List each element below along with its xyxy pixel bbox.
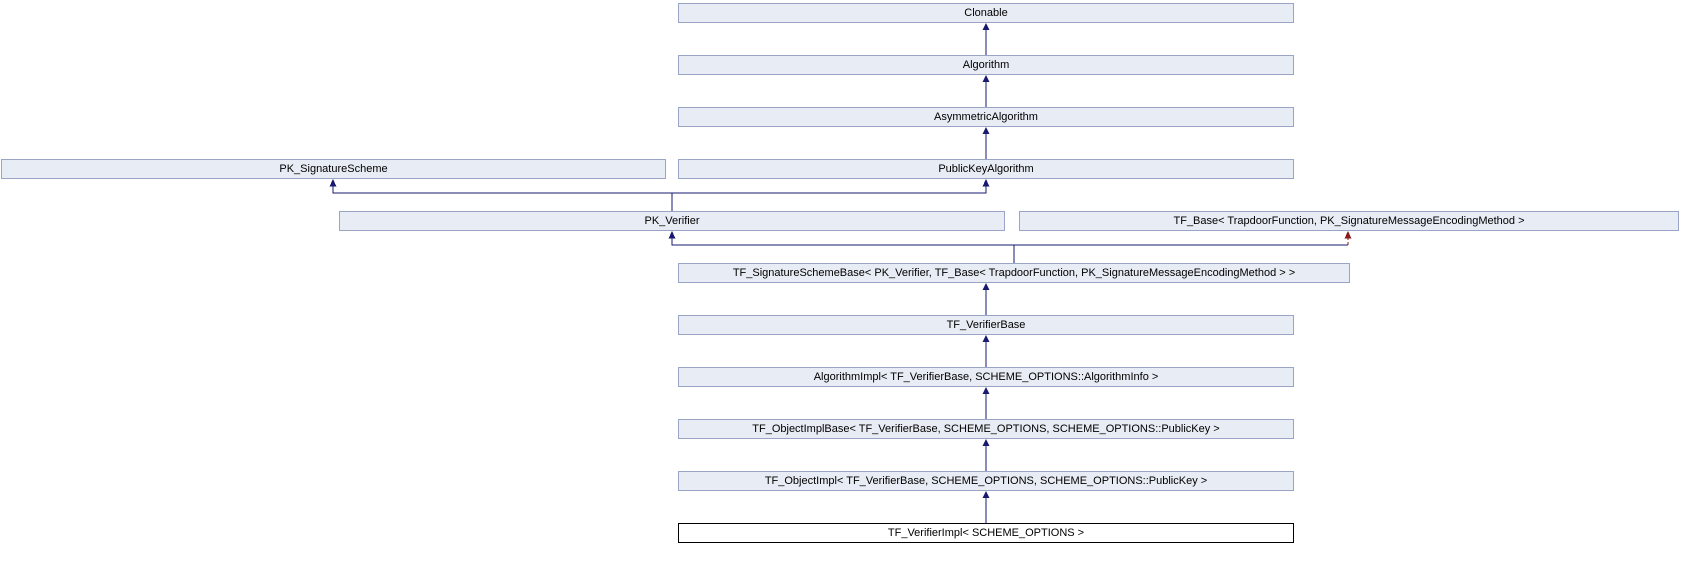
node-tf-object-impl[interactable]: TF_ObjectImpl< TF_VerifierBase, SCHEME_O… <box>678 471 1294 491</box>
edge-tf-signature-scheme-base-to-tf-base-template <box>1014 231 1352 246</box>
node-public-key-algorithm[interactable]: PublicKeyAlgorithm <box>678 159 1294 179</box>
node-label: AsymmetricAlgorithm <box>934 111 1038 123</box>
node-label: TF_VerifierBase <box>946 319 1026 331</box>
node-label: TF_VerifierImpl< SCHEME_OPTIONS > <box>887 527 1085 539</box>
edge-asymmetric-algorithm-to-algorithm <box>982 75 990 107</box>
edge-tf-object-impl-to-tf-object-impl-base <box>982 439 990 471</box>
node-label: PK_Verifier <box>644 215 700 227</box>
node-tf-verifier-base[interactable]: TF_VerifierBase <box>678 315 1294 335</box>
node-pk-verifier[interactable]: PK_Verifier <box>339 211 1005 231</box>
node-tf-verifier-impl-current-class: TF_VerifierImpl< SCHEME_OPTIONS > <box>678 523 1294 543</box>
edge-algorithm-to-clonable <box>982 23 990 55</box>
edge-tf-signature-scheme-base-to-pk-verifier <box>668 231 1015 263</box>
node-label: TF_Base< TrapdoorFunction, PK_SignatureM… <box>1173 215 1525 227</box>
node-label: PK_SignatureScheme <box>279 163 388 175</box>
node-algorithm-impl[interactable]: AlgorithmImpl< TF_VerifierBase, SCHEME_O… <box>678 367 1294 387</box>
node-label: Algorithm <box>962 59 1010 71</box>
node-label: TF_ObjectImplBase< TF_VerifierBase, SCHE… <box>752 423 1220 435</box>
node-label: PublicKeyAlgorithm <box>938 163 1034 175</box>
node-asymmetric-algorithm[interactable]: AsymmetricAlgorithm <box>678 107 1294 127</box>
node-pk-signature-scheme[interactable]: PK_SignatureScheme <box>1 159 666 179</box>
node-label: AlgorithmImpl< TF_VerifierBase, SCHEME_O… <box>813 371 1159 383</box>
node-clonable[interactable]: Clonable <box>678 3 1294 23</box>
edge-tf-verifier-impl-to-tf-object-impl <box>982 491 990 523</box>
node-label: TF_ObjectImpl< TF_VerifierBase, SCHEME_O… <box>764 475 1208 487</box>
edge-pk-verifier-to-parents <box>329 179 990 211</box>
node-label: Clonable <box>964 7 1008 19</box>
node-tf-signature-scheme-base[interactable]: TF_SignatureSchemeBase< PK_Verifier, TF_… <box>678 263 1350 283</box>
edge-public-key-algorithm-to-asymmetric-algorithm <box>982 127 990 159</box>
edge-tf-verifier-base-to-tf-signature-scheme-base <box>982 283 990 315</box>
edge-algorithm-impl-to-tf-verifier-base <box>982 335 990 367</box>
node-algorithm[interactable]: Algorithm <box>678 55 1294 75</box>
node-tf-base[interactable]: TF_Base< TrapdoorFunction, PK_SignatureM… <box>1019 211 1679 231</box>
node-tf-object-impl-base[interactable]: TF_ObjectImplBase< TF_VerifierBase, SCHE… <box>678 419 1294 439</box>
node-label: TF_SignatureSchemeBase< PK_Verifier, TF_… <box>732 267 1296 279</box>
edge-tf-object-impl-base-to-algorithm-impl <box>982 387 990 419</box>
